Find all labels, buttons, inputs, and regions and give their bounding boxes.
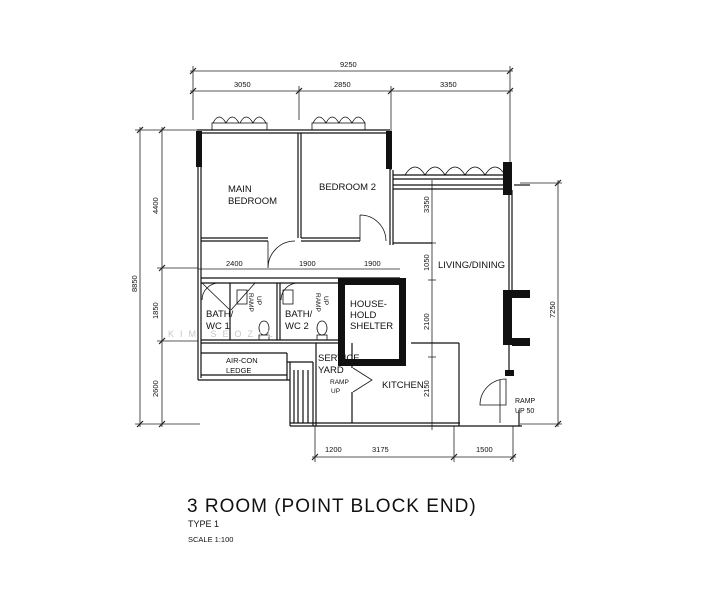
dim-left-1: 4400: [151, 197, 160, 214]
shelter-label: HOUSE-: [350, 299, 387, 310]
column-blocks: [196, 131, 530, 376]
dim-bottom-2: 3175: [372, 445, 389, 454]
ramp-label: UP: [255, 296, 262, 305]
dimension-lines: [135, 66, 562, 462]
ramp-label: RAMP: [330, 379, 349, 386]
service-yard-label: YARD: [318, 365, 344, 376]
ramp-label: RAMP: [515, 398, 536, 405]
dim-right-total: 7250: [548, 301, 557, 318]
ramp-label: UP 50: [515, 408, 534, 415]
windows: [211, 116, 506, 176]
aircon-ledge-label: AIR-CON: [226, 356, 258, 365]
dim-top-3: 3350: [440, 80, 457, 89]
plan-type: TYPE 1: [188, 519, 219, 529]
watermark: KIM SEOZIL: [168, 329, 279, 339]
dim-living-2: 1050: [422, 254, 431, 271]
ramp-label: UP: [322, 296, 329, 305]
bath2-label: BATH/: [285, 309, 313, 320]
shelter-label: SHELTER: [350, 321, 393, 332]
service-yard-label: SERVICE: [318, 353, 360, 364]
dim-top-1: 3050: [234, 80, 251, 89]
ramp-labels: RAMP UP RAMP UP RAMP UP RAMP UP 50: [247, 293, 536, 415]
dim-living-3: 2100: [422, 313, 431, 330]
ramp-label: RAMP: [314, 293, 321, 312]
dim-inner-2: 1900: [299, 259, 316, 268]
main-bedroom-label: MAIN: [228, 184, 252, 195]
main-bedroom-label: BEDROOM: [228, 196, 277, 207]
ramp-label: RAMP: [247, 293, 254, 312]
dim-bottom-3: 1500: [476, 445, 493, 454]
dim-left-3: 2600: [151, 380, 160, 397]
dim-bottom-1: 1200: [325, 445, 342, 454]
living-dining-label: LIVING/DINING: [438, 260, 505, 271]
dim-inner-1: 2400: [226, 259, 243, 268]
bath2-label: WC 2: [285, 321, 309, 332]
doors: [201, 214, 507, 423]
dimension-ticks: [136, 67, 562, 461]
room-labels: MAIN BEDROOM BEDROOM 2 LIVING/DINING BAT…: [206, 182, 505, 391]
shelter-label: HOLD: [350, 310, 377, 321]
dim-left-2: 1850: [151, 302, 160, 319]
aircon-ledge-label: LEDGE: [226, 366, 251, 375]
ramp-label: UP: [331, 388, 340, 395]
bath1-label: BATH/: [206, 309, 234, 320]
dim-living-1: 3350: [422, 196, 431, 213]
plan-scale: SCALE 1:100: [188, 535, 233, 544]
dimension-labels: 9250 3050 2850 3350 8850 4400 1850 2600 …: [130, 60, 557, 454]
bath-fixtures: [236, 289, 328, 341]
bath1-label: WC 1: [206, 321, 230, 332]
walls: [197, 129, 530, 427]
dim-top-2: 2850: [334, 80, 351, 89]
bedroom2-label: BEDROOM 2: [319, 182, 376, 193]
dim-inner-3: 1900: [364, 259, 381, 268]
kitchen-label: KITCHEN: [382, 380, 424, 391]
dim-total-height: 8850: [130, 275, 139, 292]
dim-total-width: 9250: [340, 60, 357, 69]
plan-title: 3 ROOM (POINT BLOCK END): [187, 496, 477, 517]
dim-living-4: 2150: [422, 380, 431, 397]
